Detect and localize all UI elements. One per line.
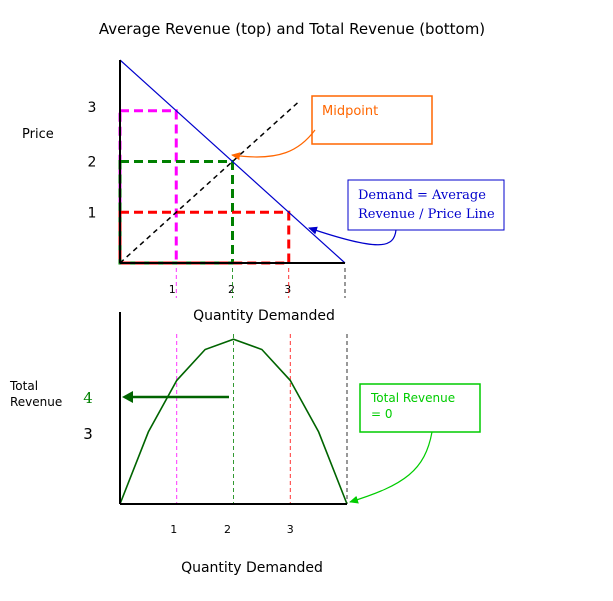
total-revenue-curve (119, 338, 348, 505)
top-x-tick-label: 3 (284, 283, 291, 296)
top-y-tick-label: 2 (88, 155, 97, 171)
midpoint-callout-text: Midpoint (322, 104, 378, 119)
total-revenue-zero-arrow (349, 431, 433, 504)
demand-callout-box (347, 179, 505, 231)
bottom-y-tick-label: 4 (83, 389, 93, 407)
revenue-rectangle-red (118, 210, 291, 265)
top-x-axis-label: Quantity Demanded (193, 308, 335, 324)
max-revenue-arrow-head (122, 391, 133, 403)
total-revenue-zero-callout-line-2: = 0 (371, 407, 393, 421)
top-chart: Price Quantity Demanded 1 2 3 1 2 3 Midpoint… (22, 59, 505, 324)
demand-arrow (308, 226, 397, 246)
midpoint-callout-box (311, 95, 433, 145)
bottom-x-axis-label: Quantity Demanded (181, 560, 323, 576)
bottom-x-tick-label: 1 (170, 523, 177, 536)
demand-callout-line-1: Demand = Average (358, 188, 486, 203)
top-x-tick-label: 1 (169, 283, 176, 296)
bottom-y-tick-label: 3 (83, 425, 93, 443)
reference-45-degree-line (119, 100, 301, 264)
bottom-chart: Total Revenue Quantity Demanded 1 2 3 4 3 T… (9, 312, 481, 576)
midpoint-arrow (231, 129, 316, 161)
demand-line (119, 59, 346, 264)
revenue-rectangle-magenta (118, 109, 178, 265)
bottom-x-tick-label: 3 (287, 523, 294, 536)
top-y-tick-label: 3 (88, 100, 97, 116)
total-revenue-axis-label-line-1: Total (9, 379, 38, 393)
total-revenue-zero-callout-line-1: Total Revenue (370, 391, 455, 405)
total-revenue-axis-label-line-2: Revenue (10, 395, 62, 409)
price-axis-label: Price (22, 127, 54, 142)
total-revenue-zero-callout-box (359, 383, 481, 433)
chart-title: Average Revenue (top) and Total Revenue … (99, 20, 485, 38)
bottom-x-tick-label: 2 (224, 523, 231, 536)
top-x-tick-label: 2 (228, 283, 235, 296)
top-y-tick-label: 1 (88, 205, 97, 221)
demand-callout-line-2: Revenue / Price Line (358, 207, 495, 222)
